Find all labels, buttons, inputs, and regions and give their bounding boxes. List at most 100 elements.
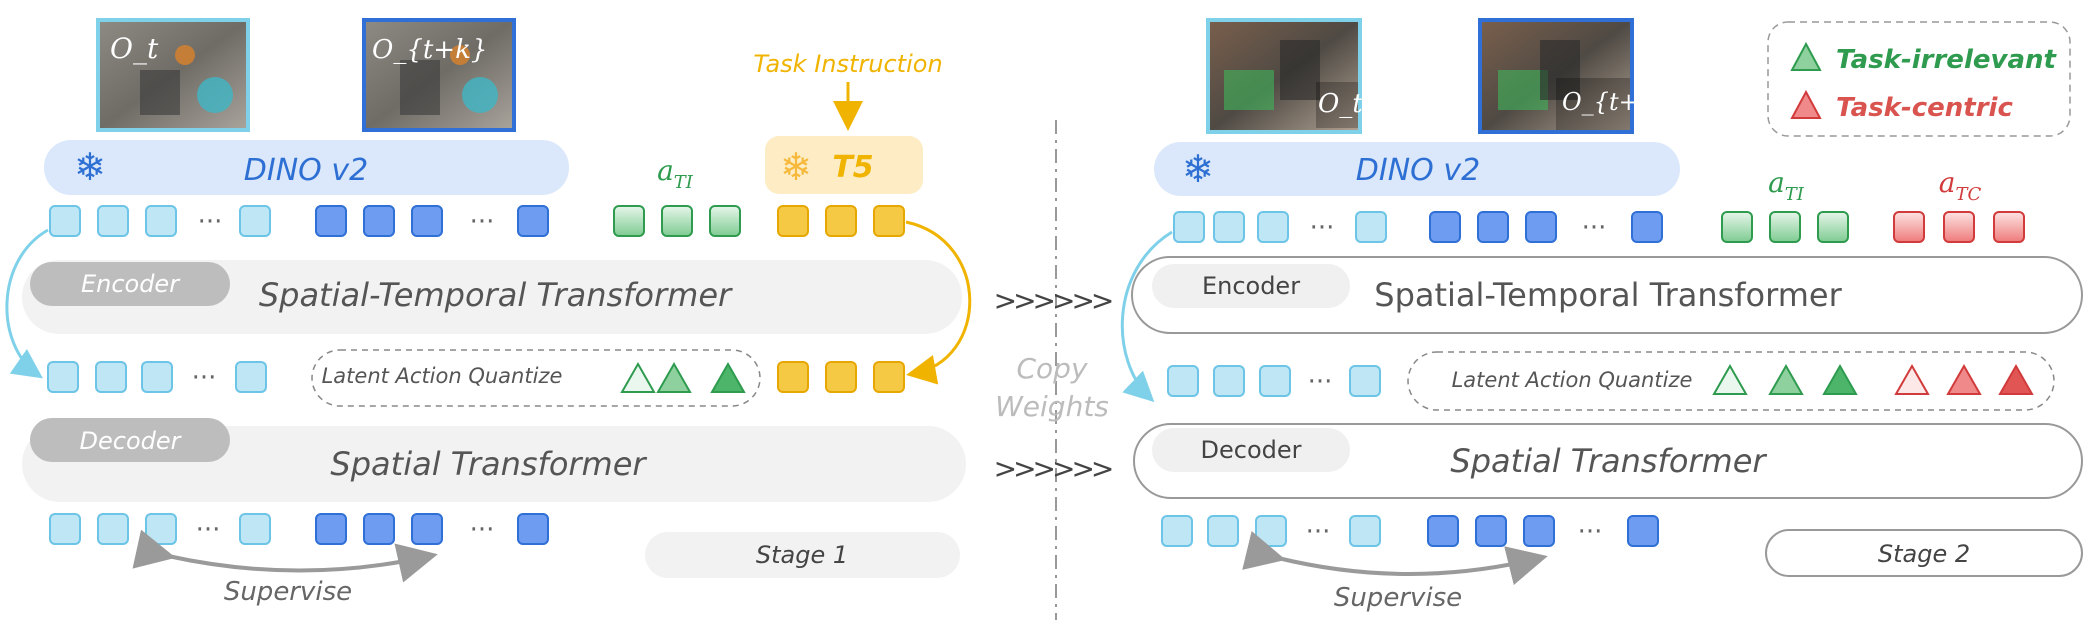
triangle-green-light (1712, 363, 1748, 395)
stage2-token-row-latent: ··· Latent Action Quantize (1167, 351, 2055, 411)
token-dark-blue (315, 205, 347, 237)
triangle-green (656, 361, 692, 393)
stage1-encoder-label: Encoder (81, 270, 181, 298)
stage1-obs-tk-label: O_{t+k} (372, 35, 487, 65)
stage1-obs-t-label: O_t (110, 32, 159, 65)
stage1-supervise-arrow (132, 529, 438, 583)
ellipsis: ··· (1578, 517, 1603, 547)
stage1-token-row-input: ··· ··· (49, 205, 905, 237)
token-light-blue (235, 361, 267, 393)
token-dark-blue (411, 205, 443, 237)
token-dark-blue (363, 513, 395, 545)
stage2-encoder-pill (1152, 264, 1350, 308)
token-light-blue (1161, 515, 1193, 547)
stage2-spatial-temporal-label: Spatial-Temporal Transformer (1374, 276, 1842, 314)
token-dark-blue (315, 513, 347, 545)
token-dark-blue (1523, 515, 1555, 547)
triangle-red-light (1894, 363, 1930, 395)
ellipsis: ··· (470, 515, 495, 545)
triangle-green-dark (1822, 363, 1858, 395)
stage2-encoder-bar (1131, 256, 2083, 334)
stage1-a-ti-label: aTI (657, 154, 694, 193)
stage2-supervise-arrow (1242, 531, 1548, 586)
token-dark-blue (1631, 211, 1663, 243)
triangle-red (1946, 363, 1982, 395)
token-dark-blue (1475, 515, 1507, 547)
token-dark-blue (1429, 211, 1461, 243)
token-green (1817, 211, 1849, 243)
token-light-blue (97, 205, 129, 237)
stage2-dino-bar (1154, 142, 1680, 196)
token-dark-blue (517, 513, 549, 545)
token-light-blue (47, 361, 79, 393)
token-yellow (777, 205, 809, 237)
stage1-decoder-pill (30, 418, 230, 462)
stage1-obs-t-image: O_t (96, 18, 250, 132)
stage1-encoder-pill (30, 262, 230, 306)
stage1-spatial-temporal-label: Spatial-Temporal Transformer (259, 276, 733, 314)
token-light-blue (1349, 365, 1381, 397)
legend: Task-irrelevant Task-centric (1767, 21, 2071, 137)
token-yellow (873, 205, 905, 237)
token-yellow (825, 361, 857, 393)
legend-task-irrelevant-icon (1790, 41, 1822, 71)
stage2-a-tc-label: aTC (1939, 166, 1982, 205)
stage1-decoder-bar (22, 426, 966, 502)
stage2-spatial-label: Spatial Transformer (1450, 442, 1767, 480)
stage1-panel: O_t O_{t+k} Task Instruction ❄ DINO v2 ❄… (5, 18, 972, 607)
token-light-blue (1349, 515, 1381, 547)
middle-divider: >>>>>> >>>>>> Copy Weights (994, 120, 1116, 620)
stage2-skip-arrow (1120, 230, 1173, 403)
token-light-blue (145, 205, 177, 237)
stage2-latent-action-quantize-label: Latent Action Quantize (1452, 368, 1693, 392)
token-yellow (873, 361, 905, 393)
ellipsis: ··· (1582, 213, 1607, 243)
stage1-encoder-bar (22, 260, 962, 334)
stage2-token-row-output: ··· ··· (1161, 515, 1659, 547)
ellipsis: ··· (198, 207, 223, 237)
stage1-latent-action-quantize-label: Latent Action Quantize (322, 364, 563, 388)
stage2-dino-label: DINO v2 (1356, 153, 1480, 188)
copy-arrows-top: >>>>>> (994, 284, 1112, 317)
token-light-blue (239, 205, 271, 237)
stage1-t5-snowflake-icon: ❄ (780, 145, 812, 189)
stage2-panel: O_t O_{t+k} Task-irrelevant Task-centric… (1120, 18, 2083, 613)
token-light-blue (1355, 211, 1387, 243)
stage2-obs-t-image: O_t (1206, 18, 1363, 134)
stage2-token-row-input: ··· ··· (1173, 211, 2025, 243)
stage2-obs-tk-image: O_{t+k} (1478, 18, 1669, 134)
stage2-decoder-pill (1152, 428, 1350, 472)
legend-task-centric-icon (1790, 89, 1822, 119)
token-dark-blue (1477, 211, 1509, 243)
stage2-snowflake-icon: ❄ (1182, 147, 1214, 191)
stage1-t5-label: T5 (832, 150, 873, 185)
token-dark-blue (1627, 515, 1659, 547)
token-light-blue (145, 513, 177, 545)
token-green (661, 205, 693, 237)
triangle-green (1768, 363, 1804, 395)
legend-task-centric: Task-centric (1836, 93, 2013, 123)
token-light-blue (141, 361, 173, 393)
token-light-blue (49, 513, 81, 545)
stage1-snowflake-icon: ❄ (74, 145, 106, 189)
token-light-blue (95, 361, 127, 393)
stage2-decoder-bar (1133, 423, 2083, 499)
stage1-stage-label: Stage 1 (756, 541, 848, 569)
token-yellow (777, 361, 809, 393)
stage1-decoder-label: Decoder (80, 427, 183, 455)
ellipsis: ··· (1310, 213, 1335, 243)
stage2-a-ti-label: aTI (1768, 166, 1805, 205)
token-red (1943, 211, 1975, 243)
token-light-blue (97, 513, 129, 545)
triangle-green-light (620, 361, 656, 393)
stage1-supervise-label: Supervise (224, 577, 352, 607)
token-light-blue (1213, 211, 1245, 243)
ellipsis: ··· (1308, 367, 1333, 397)
token-red (1993, 211, 2025, 243)
token-light-blue (239, 513, 271, 545)
token-light-blue (1255, 515, 1287, 547)
token-green (613, 205, 645, 237)
token-light-blue (1257, 211, 1289, 243)
triangle-green-dark (710, 361, 746, 393)
